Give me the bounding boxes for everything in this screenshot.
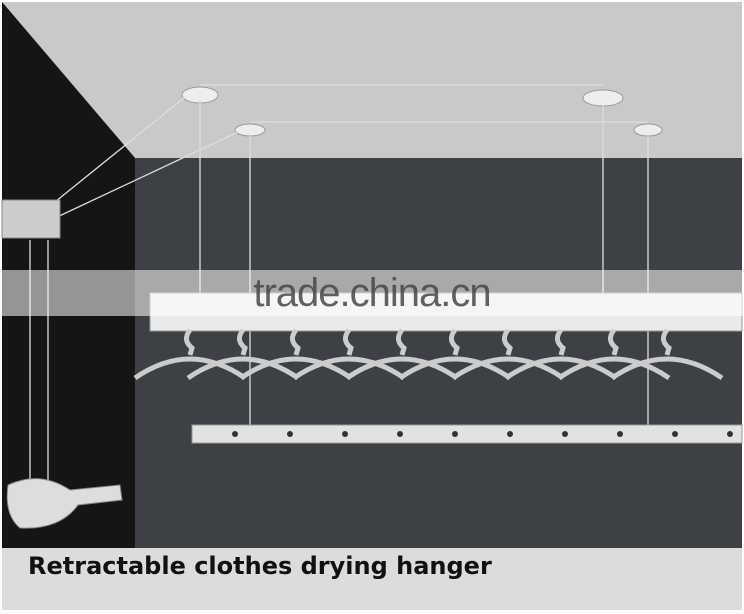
hanger	[610, 328, 724, 381]
hanger	[504, 328, 618, 381]
rail-hole	[507, 431, 513, 437]
watermark: trade.china.cn	[0, 270, 744, 316]
rail-hole	[397, 431, 403, 437]
ceiling	[2, 2, 742, 158]
ceiling-pulleys	[181, 86, 663, 137]
rail-hole	[562, 431, 568, 437]
hanger	[292, 328, 406, 381]
hanger	[239, 328, 353, 381]
lower-rail-holes	[232, 431, 733, 437]
rail-hole	[617, 431, 623, 437]
rail-hole	[727, 431, 733, 437]
hangers	[133, 328, 724, 381]
hand-crank	[6, 478, 123, 529]
caption: Retractable clothes drying hanger	[28, 552, 492, 580]
floor-strip	[2, 548, 742, 610]
rail-hole	[452, 431, 458, 437]
hanger	[451, 328, 565, 381]
wall-bracket	[1, 199, 61, 239]
hanger	[557, 328, 671, 381]
hanger	[398, 328, 512, 381]
rail-hole	[287, 431, 293, 437]
hanger	[186, 328, 300, 381]
rail-hole	[232, 431, 238, 437]
hanger	[133, 328, 247, 381]
hanger	[345, 328, 459, 381]
rail-hole	[342, 431, 348, 437]
rail-hole	[672, 431, 678, 437]
lower-rail	[191, 424, 743, 444]
